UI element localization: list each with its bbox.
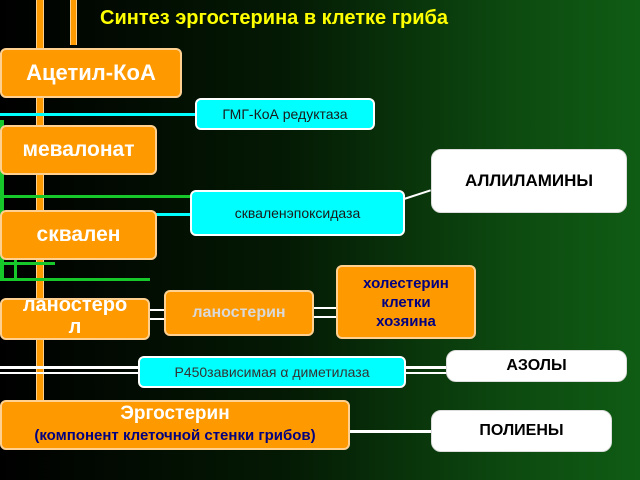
host-cholesterol-label-3: хозяина (376, 312, 436, 330)
top-stub-line (70, 0, 77, 45)
main-pathway-line (36, 0, 44, 410)
lanosterin-connector-top (148, 309, 168, 311)
enzyme-hmg-coa-reductase-label: ГМГ-КоА редуктаза (222, 106, 348, 122)
enzyme-squalene-epoxidase-label: скваленэпоксидаза (234, 205, 361, 221)
allylamine-connector-line (403, 189, 431, 200)
diagram-title: Синтез эргостерина в клетке гриба (100, 7, 449, 29)
stage-ergosterol-sublabel: (компонент клеточной стенки грибов) (34, 427, 316, 444)
host-connector-top (312, 307, 342, 309)
stage-ergosterol-label: Эргостерин (120, 403, 230, 424)
drug-azoles: АЗОЛЫ (446, 350, 627, 382)
drug-allylamines: АЛЛИЛАМИНЫ (431, 149, 627, 213)
host-cholesterol-label-2: клетки (381, 293, 431, 311)
stage-squalene-label: сквален (36, 223, 121, 246)
enzyme-squalene-epoxidase: скваленэпоксидаза (190, 190, 405, 236)
stage-lanosterol-label-2: л (68, 316, 82, 338)
polyene-connector-line (348, 430, 432, 433)
enzyme-lanosterin: ланостерин (164, 290, 314, 336)
feedback-line-top (0, 195, 190, 198)
hmg-connector-line (0, 113, 196, 116)
enzyme-lanosterin-label: ланостерин (192, 304, 286, 321)
stage-lanosterol: ланостеро л (0, 294, 150, 340)
feedback-line-inner (14, 250, 17, 280)
stage-lanosterol-label-1: ланостеро (22, 294, 128, 316)
feedback-line-bottom (0, 278, 150, 281)
lanosterin-connector-bottom (148, 318, 168, 320)
stage-ergosterol: Эргостерин (компонент клеточной стенки г… (0, 400, 350, 450)
stage-mevalonate: мевалонат (0, 125, 157, 175)
stage-squalene: сквален (0, 210, 157, 260)
stage-acetyl-coa: Ацетил-КоА (0, 48, 182, 98)
enzyme-hmg-coa-reductase: ГМГ-КоА редуктаза (195, 98, 375, 130)
feedback-line-mid (0, 262, 55, 265)
feedback-line-vertical (0, 120, 4, 280)
drug-allylamines-label: АЛЛИЛАМИНЫ (464, 171, 594, 190)
enzyme-p450-demethylase-label: Р450зависимая α диметилаза (174, 364, 370, 380)
host-cholesterol-label-1: холестерин (363, 274, 449, 292)
squalene-epoxidase-connector (150, 213, 195, 216)
host-connector-bottom (312, 316, 342, 318)
host-cholesterol-box: холестерин клетки хозяина (336, 265, 476, 339)
stage-mevalonate-label: мевалонат (22, 138, 135, 161)
drug-polyenes-label: ПОЛИЕНЫ (479, 422, 564, 439)
drug-polyenes: ПОЛИЕНЫ (431, 410, 612, 452)
stage-acetyl-coa-label: Ацетил-КоА (26, 60, 156, 85)
enzyme-p450-demethylase: Р450зависимая α диметилаза (138, 356, 406, 388)
drug-azoles-label: АЗОЛЫ (506, 357, 567, 374)
